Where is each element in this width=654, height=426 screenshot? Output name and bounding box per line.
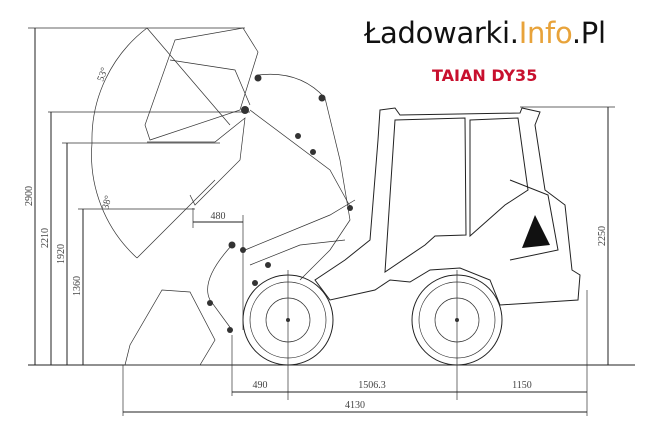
logo-text-1: Ładowarki. (364, 16, 519, 50)
lower-bucket (124, 289, 216, 366)
logo-text-2: Info (518, 16, 572, 50)
dim-2250: 2250 (520, 106, 615, 365)
cab (314, 107, 581, 306)
angle-label-53: 53° (95, 66, 110, 83)
dim-1150: 1150 (457, 290, 588, 416)
dim-label-1150: 1150 (512, 380, 532, 391)
site-logo: Ładowarki.Info.Pl (364, 16, 606, 50)
logo-text-3: .Pl (571, 16, 606, 50)
dim-1920: 1920 (56, 142, 220, 365)
dim-490: 490 (231, 335, 288, 396)
dim-label-2250: 2250 (597, 226, 608, 246)
dim-label-1506: 1506.3 (358, 380, 386, 391)
model-title: TAIAN DY35 (432, 66, 538, 85)
dim-1360: 1360 (72, 208, 195, 365)
side-window (522, 215, 550, 248)
dim-label-4130: 4130 (345, 400, 365, 411)
angle-arc: 53° 38° (91, 27, 231, 259)
dim-label-490: 490 (253, 380, 268, 391)
raised-bucket (144, 27, 259, 206)
angle-label-38: 38° (100, 194, 114, 210)
dim-label-2210: 2210 (40, 228, 51, 248)
dim-2900: 2900 (24, 27, 245, 365)
dim-label-1920: 1920 (56, 244, 67, 264)
dim-1506: 1506.3 (288, 380, 457, 393)
pivot-pins (207, 74, 353, 333)
dim-label-480: 480 (211, 211, 226, 222)
dim-4130: 4130 (122, 365, 587, 416)
dim-480: 480 (192, 208, 244, 330)
dim-label-1360: 1360 (72, 276, 83, 296)
lift-arm (207, 73, 356, 331)
dim-2210: 2210 (40, 111, 250, 365)
dim-label-2900: 2900 (24, 186, 35, 206)
